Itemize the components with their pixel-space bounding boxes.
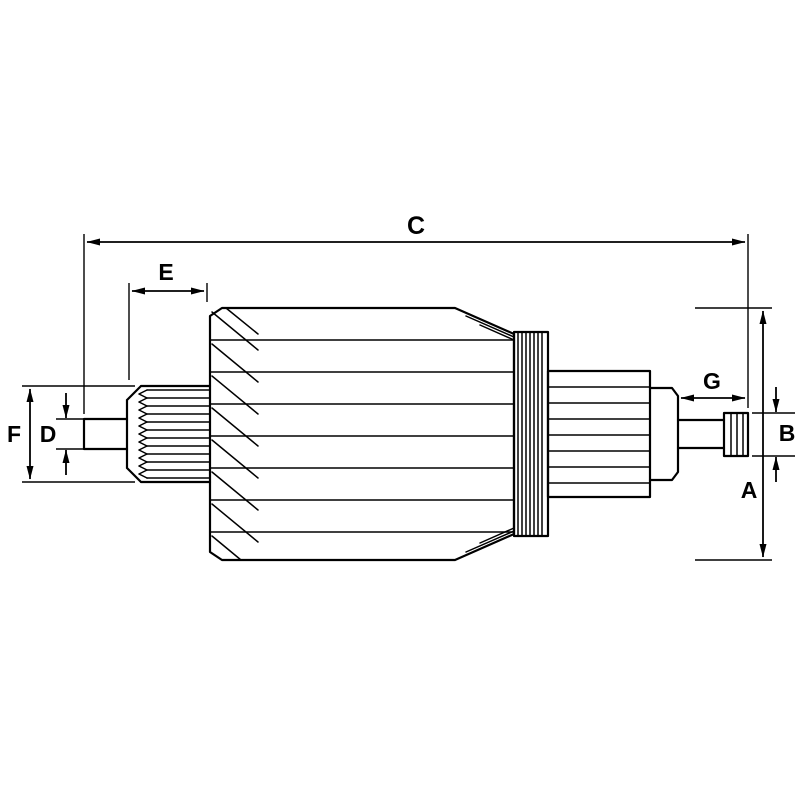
- dim-label-b: B: [779, 420, 796, 446]
- core-skew-hatch-left: [211, 307, 259, 561]
- commutator-outline: [546, 369, 652, 499]
- armature-drawing: [82, 306, 750, 562]
- dimension-f: F: [7, 385, 135, 483]
- right-shaft: [676, 418, 726, 450]
- riser-band-outline: [512, 330, 550, 538]
- dim-label-c: C: [407, 212, 425, 240]
- spline-teeth: [146, 389, 211, 479]
- spline-body: [125, 384, 212, 484]
- dim-label-e: E: [158, 259, 173, 285]
- shaft-end-grooves: [730, 412, 744, 457]
- dimension-d: D: [40, 393, 84, 475]
- dim-label-f: F: [7, 421, 21, 447]
- dim-label-g: G: [703, 368, 721, 394]
- riser-band-bars: [517, 331, 543, 537]
- dimension-g: G: [680, 368, 746, 402]
- core-outline: [208, 306, 516, 562]
- core-slot-lines: [209, 339, 515, 533]
- shaft-end-piece: [722, 411, 750, 458]
- left-shaft: [82, 417, 129, 451]
- end-ring: [648, 386, 680, 482]
- dim-label-d: D: [40, 421, 57, 447]
- commutator-bars: [547, 386, 651, 484]
- dimension-a: A: [695, 307, 772, 561]
- dimension-c: C: [83, 212, 749, 414]
- core-skew-hatch-right: [465, 315, 515, 553]
- spline-teeth-chamfers: [138, 389, 148, 479]
- dimension-e: E: [128, 259, 208, 380]
- dim-label-a: A: [741, 477, 758, 503]
- dimension-b: B: [752, 387, 795, 482]
